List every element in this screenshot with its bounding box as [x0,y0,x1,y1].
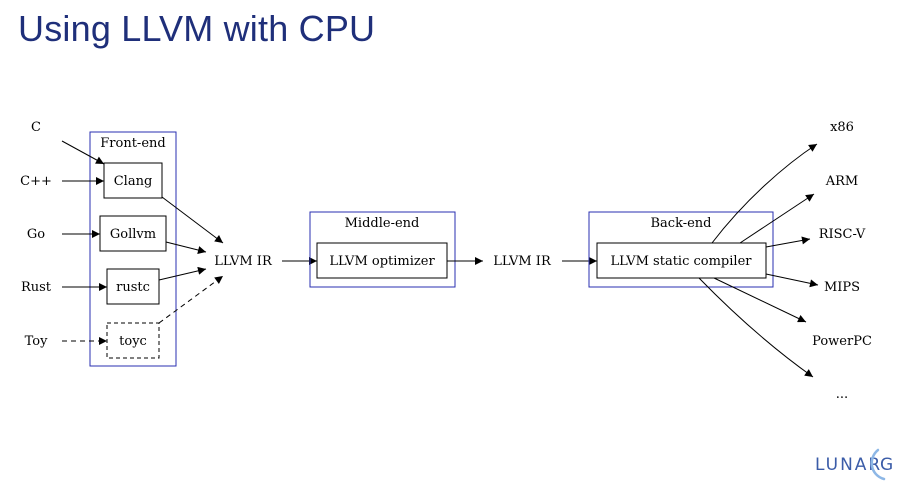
lang-cpp: C++ [20,174,52,189]
rustc-label: rustc [116,280,150,295]
target-riscv: RISC-V [819,227,866,242]
frontend-label: Front-end [100,136,165,151]
target-arm: ARM [825,174,859,189]
clang-box [103,162,163,199]
lang-c: C [31,120,41,135]
static-compiler-box [596,242,767,279]
toyc-box [106,322,160,359]
edge-gollvm-ir [165,241,207,254]
target-mips: MIPS [824,280,860,295]
frontend-group [89,131,177,367]
edge-rustc-ir [158,266,207,281]
lunarg-logo: LUNAR G [815,448,895,481]
slide-title: Using LLVM with CPU [18,8,376,49]
backend-label: Back-end [650,216,711,231]
edge-to-riscv [765,236,811,248]
edge-to-arm [739,193,815,244]
rustc-box [106,268,160,305]
lang-go: Go [27,227,45,242]
toyc-label: toyc [119,334,147,349]
edge-c-clang [61,140,105,165]
edge-to-mips [765,273,819,288]
logo-wordmark: LUNAR [815,455,882,475]
edge-clang-ir [161,196,224,244]
edge-to-x86 [711,143,818,244]
edge-toyc-ir [158,275,224,324]
edge-to-more [698,277,814,378]
backend-group [588,211,774,288]
lang-rust: Rust [21,280,52,295]
gollvm-label: Gollvm [110,227,156,242]
ir-right-label: LLVM IR [493,254,552,269]
optimizer-label: LLVM optimizer [329,254,435,269]
ir-left-label: LLVM IR [214,254,273,269]
middleend-group [309,211,456,288]
clang-label: Clang [114,174,153,189]
target-x86: x86 [830,120,854,135]
logo-mark: G [880,455,895,475]
target-powerpc: PowerPC [812,334,872,349]
target-more: ... [836,387,848,402]
static-compiler-label: LLVM static compiler [611,254,753,269]
logo-swoosh-icon [870,448,886,481]
lang-toy: Toy [25,334,48,349]
edge-to-powerpc [713,277,807,323]
middleend-label: Middle-end [345,216,420,231]
gollvm-box [99,215,167,252]
